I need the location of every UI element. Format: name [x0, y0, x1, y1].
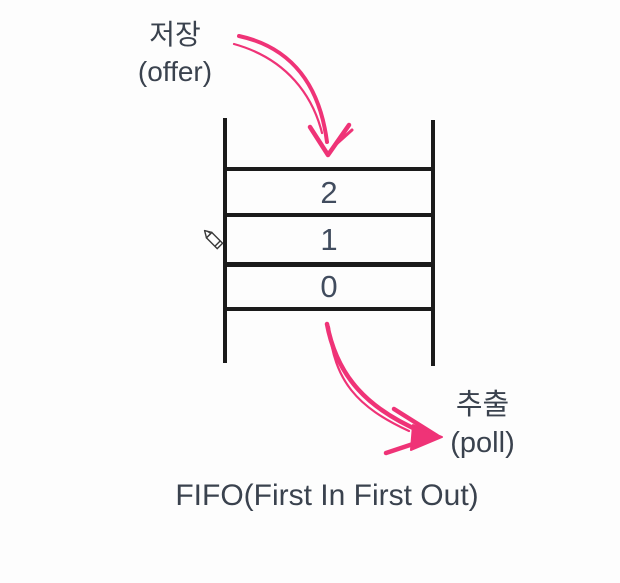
poll-arrow-stroke-inner [327, 325, 411, 433]
fifo-caption: FIFO(First In First Out) [175, 479, 479, 512]
offer-label: 저장 (offer) [105, 16, 245, 90]
poll-label-kr: 추출 [455, 389, 510, 421]
poll-label-en: (poll) [450, 427, 515, 459]
queue-cell-value: 0 [320, 269, 338, 304]
queue-shelf-line-mid2 [223, 262, 435, 267]
poll-label: 추출 (poll) [425, 386, 540, 462]
offer-arrow-stroke [237, 34, 329, 144]
offer-label-kr: 저장 [149, 19, 201, 50]
queue-cell-value: 1 [320, 222, 338, 257]
offer-arrowhead-extra [331, 128, 354, 149]
offer-label-en: (offer) [137, 56, 213, 87]
offer-arrowhead [307, 122, 352, 158]
offer-arrow [232, 34, 354, 158]
queue-wall-right [431, 120, 435, 366]
queue-shelf-line-bottom [223, 307, 435, 311]
queue-shelf-line-top [223, 167, 435, 171]
queue-cell-value: 2 [320, 175, 338, 210]
queue-wall-left [223, 118, 227, 363]
queue-shelf-line-mid1 [223, 213, 435, 217]
poll-arrow-stroke [324, 321, 425, 435]
pencil-cursor-icon [203, 229, 224, 250]
offer-arrow-stroke-inner [232, 42, 324, 135]
